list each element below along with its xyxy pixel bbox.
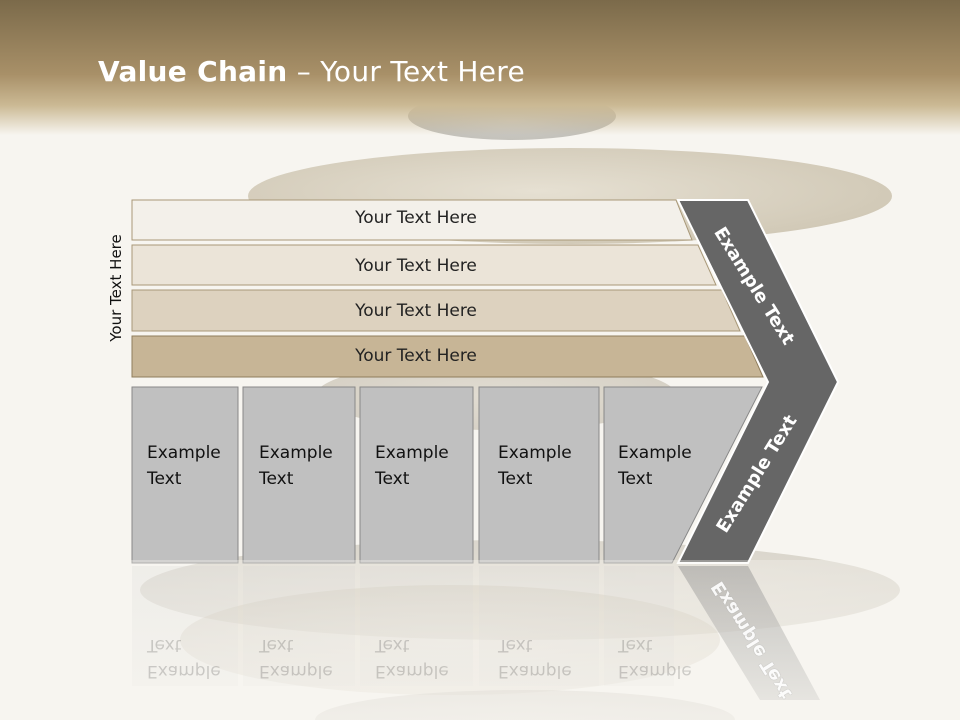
band-1-label: Your Text Here bbox=[355, 208, 477, 228]
box-5-line2: Text bbox=[618, 469, 653, 489]
activity-box-4 bbox=[478, 386, 600, 564]
box-3-line1: Example bbox=[375, 443, 449, 463]
box-4-line1: Example bbox=[498, 443, 572, 463]
box-1-reflection-line1: Example bbox=[147, 661, 221, 681]
band-3 bbox=[131, 289, 741, 332]
band-4 bbox=[131, 335, 764, 378]
box-5-reflection: Example Text bbox=[618, 632, 692, 684]
box-5-reflection-line1: Example bbox=[618, 661, 692, 681]
box-1-line2: Text bbox=[147, 469, 182, 489]
title-bar bbox=[0, 0, 960, 135]
box-3-line2: Text bbox=[375, 469, 410, 489]
title-bold: Value Chain bbox=[98, 55, 288, 88]
box-4-line2: Text bbox=[498, 469, 533, 489]
box-1-line1: Example bbox=[147, 443, 221, 463]
slide-title: Value Chain – Your Text Here bbox=[98, 55, 525, 88]
band-2-label: Your Text Here bbox=[355, 256, 477, 276]
box-2-line2: Text bbox=[259, 469, 294, 489]
side-label: Your Text Here bbox=[107, 234, 125, 342]
box-1-reflection: Example Text bbox=[147, 632, 221, 684]
box-4-reflection-line2: Text bbox=[498, 635, 533, 655]
box-2-reflection-line1: Example bbox=[259, 661, 333, 681]
box-2-reflection: Example Text bbox=[259, 632, 333, 684]
band-1 bbox=[131, 199, 693, 241]
title-rest: – Your Text Here bbox=[287, 55, 526, 88]
box-5-line1: Example bbox=[618, 443, 692, 463]
box-3-reflection-line2: Text bbox=[375, 635, 410, 655]
box-2-line1: Example bbox=[259, 443, 333, 463]
box-5-reflection-line2: Text bbox=[618, 635, 653, 655]
band-4-label: Your Text Here bbox=[355, 346, 477, 366]
box-3-reflection-line1: Example bbox=[375, 661, 449, 681]
band-2 bbox=[131, 244, 717, 286]
box-4-reflection: Example Text bbox=[498, 632, 572, 684]
box-4-reflection-line1: Example bbox=[498, 661, 572, 681]
box-1-reflection-line2: Text bbox=[147, 635, 182, 655]
band-3-label: Your Text Here bbox=[355, 301, 477, 321]
reflection-fade bbox=[0, 560, 960, 720]
activity-box-2 bbox=[242, 386, 356, 564]
activity-box-1 bbox=[131, 386, 239, 564]
box-2-reflection-line2: Text bbox=[259, 635, 294, 655]
box-3-reflection: Example Text bbox=[375, 632, 449, 684]
